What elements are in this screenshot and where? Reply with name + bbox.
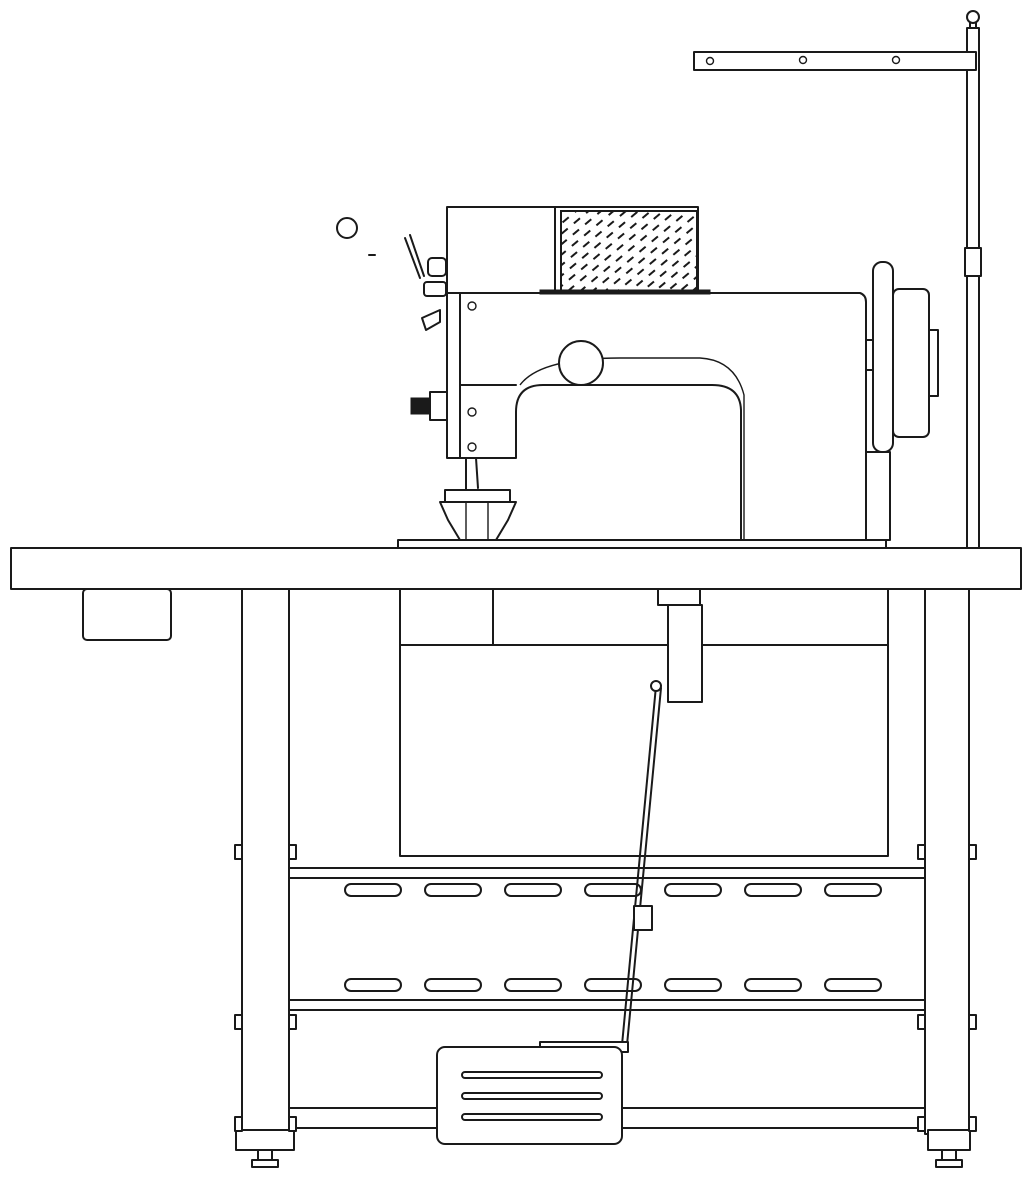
- bolt: [968, 1014, 977, 1030]
- bolt: [288, 844, 297, 860]
- brace-slot: [664, 978, 722, 992]
- brace-slot: [424, 978, 482, 992]
- rod-clamp: [633, 905, 653, 931]
- pedal-rod: [621, 685, 657, 1046]
- bolt: [917, 844, 926, 860]
- bolt: [917, 1116, 926, 1132]
- brace-slot: [824, 883, 882, 897]
- take-up-lever: [421, 309, 441, 331]
- brace-slots: [344, 883, 882, 992]
- thread-guide: [404, 237, 421, 279]
- bolt: [288, 1014, 297, 1030]
- motor-lever-housing: [667, 604, 703, 703]
- arm-contour: [519, 357, 745, 540]
- thread-stand-pole: [966, 27, 980, 549]
- bolts: [234, 844, 977, 1132]
- left-leveler-pad: [251, 1159, 279, 1168]
- thread-guide-hole: [798, 55, 808, 65]
- thread-stand-cap: [966, 10, 980, 24]
- brace-slot: [424, 883, 482, 897]
- brace-slot: [664, 883, 722, 897]
- tension-assembly: [427, 257, 447, 277]
- face-plate: [446, 292, 461, 459]
- pulley-cap: [928, 329, 939, 397]
- right-leveler-pad: [935, 1159, 963, 1168]
- machine-head: [336, 206, 939, 549]
- spool-pin-icon: [336, 217, 358, 239]
- right-foot: [927, 1129, 971, 1151]
- bolt: [234, 1116, 243, 1132]
- bolt: [917, 1014, 926, 1030]
- table-legs: [235, 588, 971, 1168]
- left-leg: [241, 588, 290, 1135]
- pedal-assembly: [436, 680, 662, 1145]
- brace-slot: [584, 883, 642, 897]
- presser-foot: [439, 501, 517, 541]
- drawer: [82, 588, 172, 641]
- thread-stand-arm: [693, 51, 977, 71]
- bed-plate: [397, 539, 887, 549]
- brace-slot: [344, 883, 402, 897]
- bolt: [288, 1116, 297, 1132]
- brace-slot: [504, 978, 562, 992]
- brace-slot: [504, 883, 562, 897]
- arm-cap: [558, 340, 604, 386]
- presser-bar-clamp: [444, 489, 511, 503]
- belt-guard: [865, 451, 891, 541]
- handwheel: [872, 261, 894, 453]
- thread-guide-hole: [891, 55, 901, 65]
- bolt: [968, 1116, 977, 1132]
- bolt: [968, 844, 977, 860]
- motor-pulley: [892, 288, 930, 438]
- motor-bracket: [657, 588, 701, 606]
- top-cover-window: [560, 210, 698, 292]
- rod-pivot: [650, 680, 662, 692]
- bolt: [234, 1014, 243, 1030]
- brace-slot: [824, 978, 882, 992]
- thread-stand: [693, 10, 982, 549]
- machine-arm: [459, 292, 867, 541]
- thread-guide-hole: [705, 56, 715, 66]
- brace-slot: [744, 883, 802, 897]
- right-leg: [924, 588, 970, 1135]
- brace-slot: [344, 978, 402, 992]
- table-top: [10, 547, 1022, 641]
- bolt: [234, 844, 243, 860]
- thread-stand-joint: [964, 247, 982, 277]
- left-foot: [235, 1129, 295, 1151]
- brace-slot: [744, 978, 802, 992]
